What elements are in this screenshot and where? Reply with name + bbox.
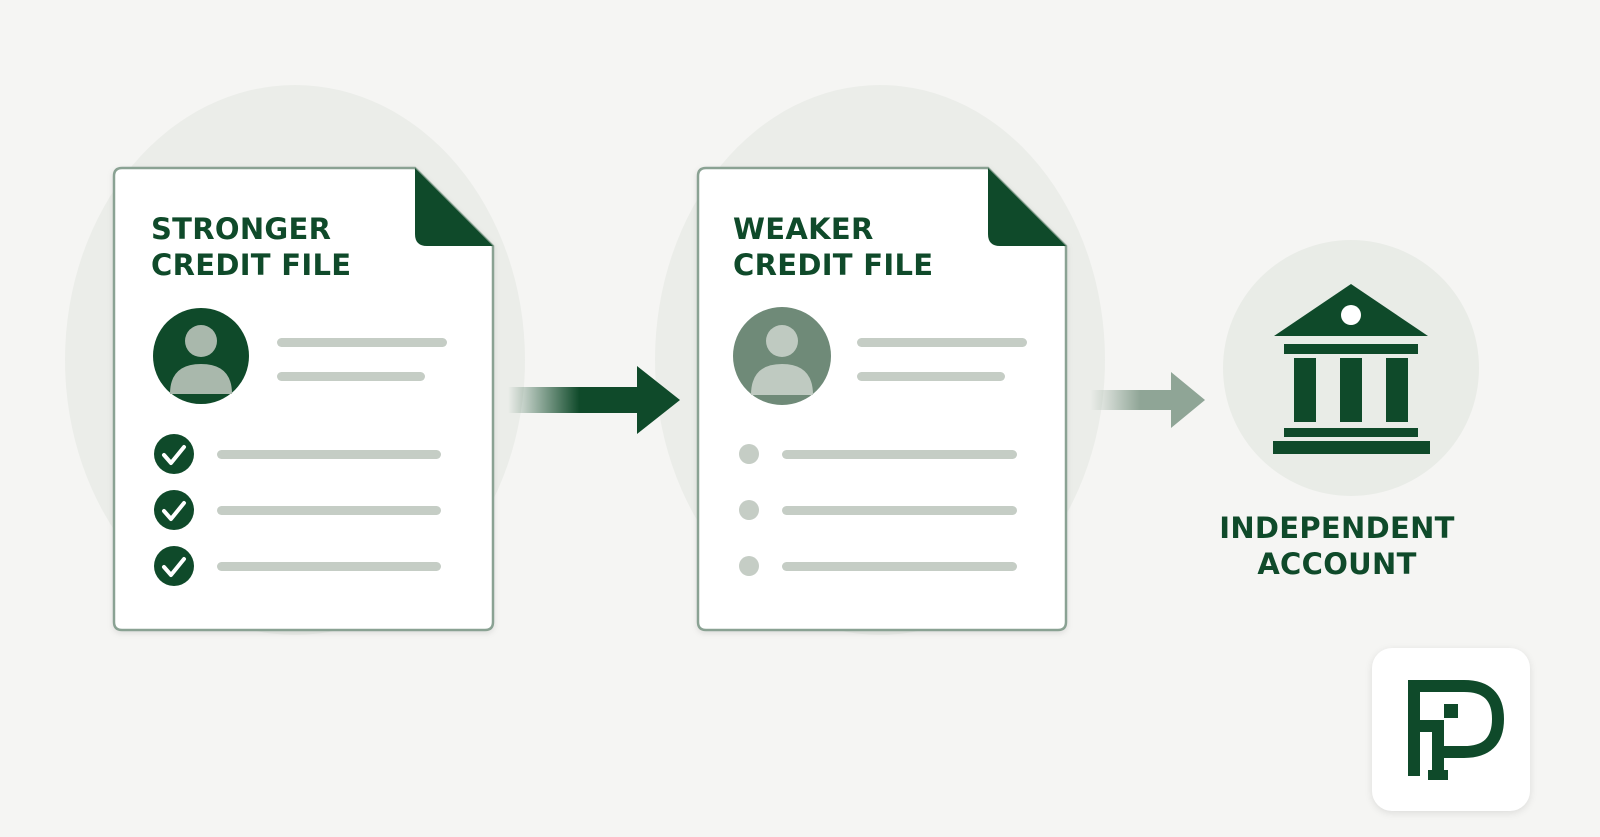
dot-icon — [739, 444, 759, 464]
name-placeholder-line — [277, 338, 447, 347]
page-fold-icon — [415, 168, 493, 246]
arrow-right-icon — [1090, 372, 1205, 428]
check-icon — [154, 546, 194, 586]
label-line: INDEPENDENT — [1219, 511, 1455, 545]
check-icon — [154, 434, 194, 474]
brand-logo-tile — [1372, 648, 1530, 811]
page-fold-icon — [988, 168, 1066, 246]
title-line: CREDIT FILE — [733, 248, 934, 282]
list-item-placeholder-line — [217, 450, 441, 459]
title-line: WEAKER — [733, 212, 874, 246]
stronger-credit-file-title: STRONGER CREDIT FILE — [151, 211, 351, 283]
list-item-placeholder-line — [217, 506, 441, 515]
list-item-placeholder-line — [782, 450, 1017, 459]
dot-icon — [739, 500, 759, 520]
bank-building-icon — [1273, 284, 1430, 454]
avatar-icon — [153, 308, 249, 404]
name-placeholder-line — [857, 338, 1027, 347]
weaker-credit-file-title: WEAKER CREDIT FILE — [733, 211, 933, 283]
check-icon — [154, 490, 194, 530]
avatar-icon — [733, 307, 831, 405]
dot-icon — [739, 556, 759, 576]
independent-account-label: INDEPENDENT ACCOUNT — [1212, 510, 1462, 582]
detail-placeholder-line — [277, 372, 425, 381]
title-line: CREDIT FILE — [151, 248, 352, 282]
list-item-placeholder-line — [782, 506, 1017, 515]
list-item-placeholder-line — [782, 562, 1017, 571]
list-item-placeholder-line — [217, 562, 441, 571]
brand-logo-icon — [1408, 680, 1505, 780]
arrow-right-icon — [508, 366, 680, 434]
title-line: STRONGER — [151, 212, 332, 246]
detail-placeholder-line — [857, 372, 1005, 381]
label-line: ACCOUNT — [1257, 547, 1417, 581]
